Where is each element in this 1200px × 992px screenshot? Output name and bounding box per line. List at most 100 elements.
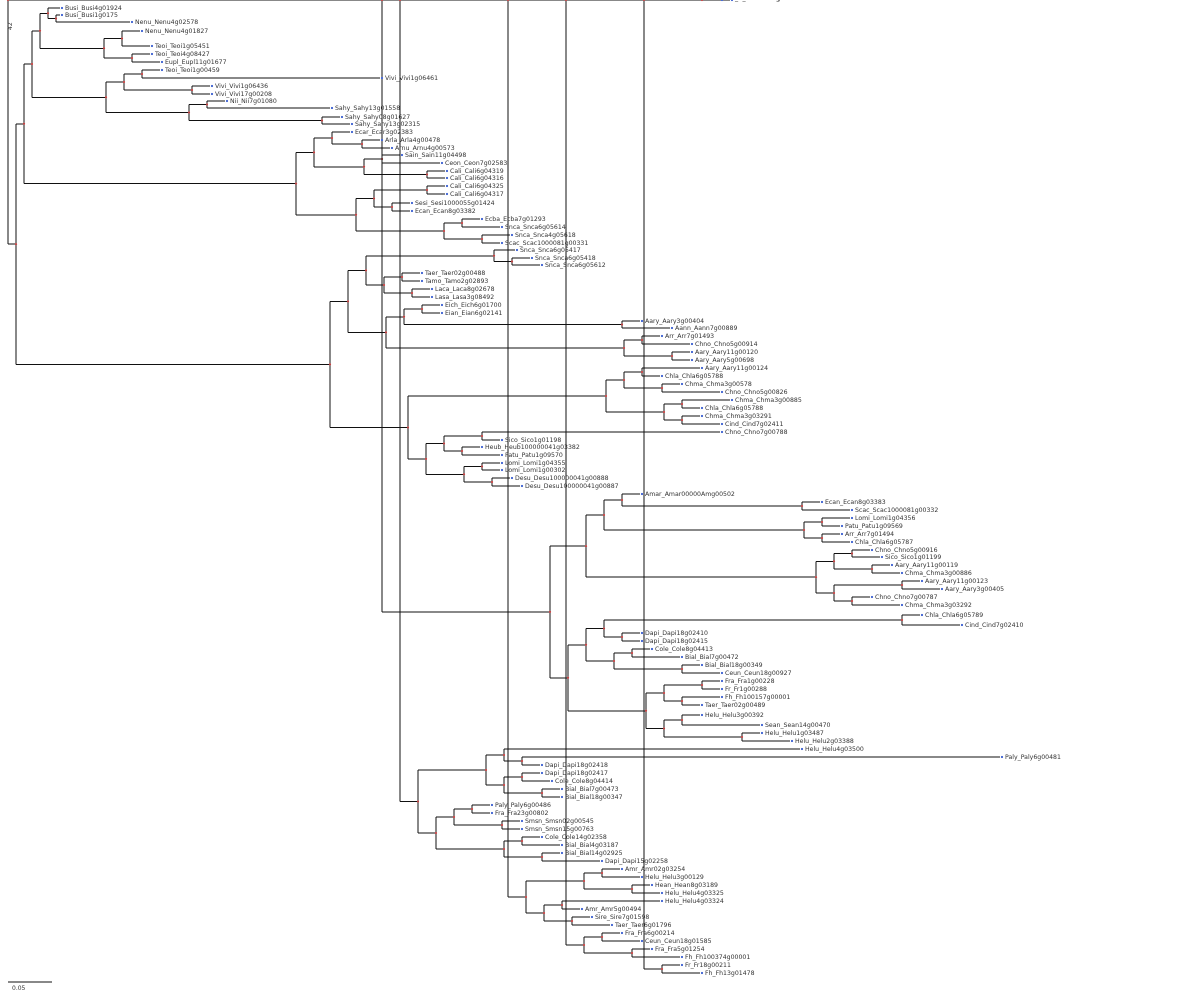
node-marker: [205, 103, 209, 106]
tip-marker: [540, 771, 544, 775]
tip-label: Chno_Chno5g00914: [695, 341, 758, 348]
node-marker: [814, 576, 818, 579]
tip-marker: [60, 13, 64, 17]
node-marker: [644, 709, 648, 712]
tip-label: Ecan_Ecan8g03382: [415, 208, 476, 215]
node-marker: [506, 0, 510, 2]
tip-label: Teoi_Teoi1g00459: [164, 67, 220, 74]
tip-marker: [900, 571, 904, 575]
tip-label: Helu_Helu2g03388: [795, 738, 854, 745]
node-marker: [434, 831, 438, 835]
scale-bar-label: 0.05: [12, 985, 26, 992]
node-marker: [640, 338, 644, 342]
node-marker: [662, 410, 666, 414]
tip-marker: [160, 68, 164, 72]
tip-marker: [660, 891, 664, 895]
tip-label: Chla_Chla6g05789: [925, 612, 983, 619]
tip-label: Chma_Chma3g03292: [905, 602, 972, 609]
tip-marker: [760, 723, 764, 727]
node-marker: [520, 759, 524, 763]
tip-marker: [900, 603, 904, 607]
tip-marker: [210, 84, 214, 88]
tip-label: Patu_Patu1g09569: [845, 523, 903, 530]
tip-label: Snca_Snca6g05614: [505, 224, 566, 231]
tip-label: Sire_Sire7g01598: [595, 914, 649, 921]
node-marker: [442, 229, 446, 233]
tip-label: Aary_Aary11g00120: [695, 349, 758, 356]
tip-label: Cole_Cole8g04413: [655, 646, 713, 653]
tip-marker: [700, 713, 704, 717]
node-marker: [362, 165, 366, 168]
node-marker: [416, 800, 420, 803]
node-marker: [680, 418, 684, 422]
tip-marker: [540, 263, 544, 267]
tip-label: Teoi_Teoi4g08427: [154, 51, 210, 58]
tip-marker: [380, 76, 384, 80]
node-marker: [850, 599, 854, 603]
tip-marker: [560, 787, 564, 791]
node-marker: [620, 323, 624, 326]
node-marker: [425, 173, 429, 176]
tip-marker: [720, 390, 724, 394]
tip-marker: [850, 508, 854, 512]
tip-marker: [140, 29, 144, 33]
tip-label: Chno_Chno5g00916: [875, 547, 938, 554]
tip-label: Sico_Sico1g01198: [505, 437, 561, 444]
node-marker: [384, 331, 388, 334]
node-marker: [410, 291, 414, 295]
tip-label: Busi_Busi4g01924: [65, 5, 122, 12]
tip-label: Chla_Chla6g05788: [665, 373, 723, 380]
tip-label: Arr_Arr7g01494: [845, 531, 894, 538]
node-marker: [680, 718, 684, 722]
tip-marker: [445, 192, 449, 196]
tip-label: Chla_Chla6g05787: [855, 539, 913, 546]
node-marker: [564, 0, 568, 2]
node-marker: [320, 119, 324, 122]
tip-label: Desu_Desu100000041g00887: [525, 483, 619, 490]
tip-marker: [660, 899, 664, 903]
node-marker: [462, 473, 466, 476]
tip-marker: [560, 851, 564, 855]
tip-label: Eich_Eich6g01700: [445, 302, 502, 309]
node-marker: [102, 47, 106, 50]
tip-label: Chma_Chma3g03291: [705, 413, 772, 420]
node-marker: [582, 943, 586, 947]
root-label: 42: [7, 22, 14, 30]
tip-label: Snca_Snca6g05418: [535, 255, 596, 262]
tip-label: Helu_Helu4g03324: [665, 898, 724, 905]
tip-marker: [550, 779, 554, 783]
tip-marker: [60, 6, 64, 10]
tip-label: Helu_Helu3g00392: [705, 712, 764, 719]
tip-label: Fra_Fra6g00214: [625, 930, 675, 937]
node-marker: [548, 610, 552, 614]
node-marker: [372, 197, 376, 200]
tip-label: Sesi_Sesi1000055g01424: [415, 200, 495, 207]
tip-label: Taer_Taer02g00489: [704, 702, 765, 709]
tip-label: Bial_Bial18g00349: [705, 662, 763, 669]
tip-marker: [150, 52, 154, 56]
node-marker: [600, 935, 604, 939]
node-marker: [470, 807, 474, 811]
node-marker: [640, 370, 644, 374]
tip-marker: [600, 859, 604, 863]
node-marker: [354, 213, 358, 216]
tip-label: Nenu_Nenu4g02578: [135, 19, 198, 26]
tip-label: Sico_Sico1g01199: [885, 554, 941, 561]
node-marker: [187, 111, 191, 114]
tip-label: Helu_Helu4g03325: [665, 890, 724, 897]
tip-label: Busi_Busi1g0175: [65, 12, 118, 19]
tip-marker: [720, 671, 724, 675]
node-marker: [680, 667, 684, 671]
tip-label: Bial_Bial18g00347: [565, 794, 623, 801]
tip-marker: [720, 0, 724, 2]
tip-marker: [510, 476, 514, 480]
tip-marker: [760, 731, 764, 735]
tip-marker: [730, 398, 734, 402]
tip-marker: [540, 835, 544, 839]
tip-label: Cali_Cali6g04319: [450, 168, 504, 175]
tip-marker: [520, 827, 524, 831]
tip-marker: [700, 663, 704, 667]
node-marker: [850, 552, 854, 555]
tip-marker: [820, 500, 824, 504]
tip-label: Aann_Aann7g00889: [675, 325, 737, 332]
